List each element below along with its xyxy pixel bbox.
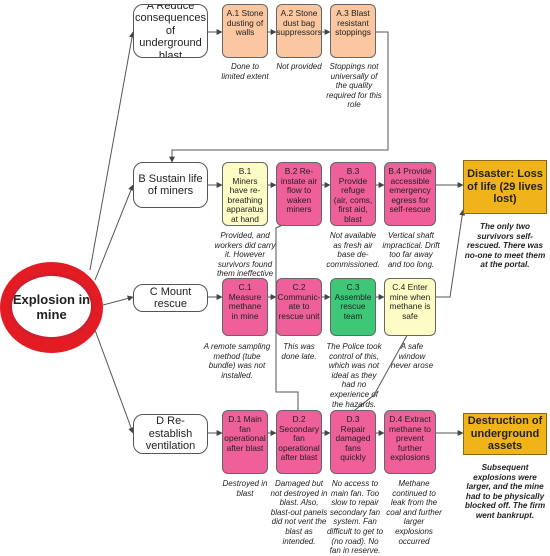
note-a2: Not provided xyxy=(276,62,322,71)
step-c3-label: C.3 Assemble rescue team xyxy=(334,282,372,321)
step-c2-label: C.2 Communic-ate to rescue unit xyxy=(277,282,321,321)
branch-d-label: D Re-establish ventilation xyxy=(145,415,196,453)
note-a1: Done to limited extent xyxy=(221,62,269,81)
branch-c: C Mount rescue xyxy=(133,284,208,312)
step-b1-label: B.1 Miners have re-breathing apparatus a… xyxy=(226,166,264,224)
arrow-root-to-b xyxy=(94,184,134,281)
branch-b-label: B Sustain life of miners xyxy=(138,172,203,198)
outcome-loss-of-life-label: Disaster: Loss of life (29 lives lost) xyxy=(467,168,543,206)
note-destruction-of-assets: Subsequent explosions were larger, and t… xyxy=(464,463,546,520)
note-a3: Stoppings not universally of the quality… xyxy=(326,62,382,110)
step-b3-label: B.3 Provide refuge (air, coms, first aid… xyxy=(333,166,373,225)
step-a2: A.2 Stone dust bag suppressors xyxy=(276,4,322,58)
note-d4: Methane continued to leak from the coal … xyxy=(386,479,442,546)
step-c3: C.3 Assemble rescue team xyxy=(330,278,376,336)
arrow-c4-to-life xyxy=(436,209,466,298)
arrow-root-to-d xyxy=(94,329,134,434)
cause-consequence-diagram: Explosion in mine A Reduce consequences … xyxy=(0,4,547,555)
note-c4: A safe window never arose xyxy=(390,342,434,371)
note-c1: A remote sampling method (tube bundle) w… xyxy=(203,342,271,380)
step-a1-label: A.1 Stone dusting of walls xyxy=(226,8,264,38)
arrow-d3-to-c4 xyxy=(354,329,411,411)
step-b2: B.2 Re-instate air flow to waken miners xyxy=(276,162,322,226)
arrow-root-to-c xyxy=(102,295,134,306)
step-c2: C.2 Communic-ate to rescue unit xyxy=(276,278,322,336)
note-d1: Destroyed in blast xyxy=(222,479,268,498)
connector-lines xyxy=(89,29,466,436)
note-loss-of-life: The only two survivors self-rescued. The… xyxy=(464,222,546,270)
note-d2: Damaged but not destroyed in blast. Also… xyxy=(270,479,328,546)
note-c3: The Police took control of this, which w… xyxy=(326,342,382,409)
step-b1: B.1 Miners have re-breathing apparatus a… xyxy=(222,162,268,226)
branch-b: B Sustain life of miners xyxy=(133,162,208,208)
step-d1-label: D.1 Main fan operational after blast xyxy=(224,414,266,453)
step-c4-label: C.4 Enter mine when methane is safe xyxy=(389,282,431,321)
step-d3: D.3 Repair damaged fans quickly xyxy=(330,410,376,474)
outcome-destruction-of-assets-label: Destruction of underground assets xyxy=(467,415,543,453)
branch-d: D Re-establish ventilation xyxy=(133,414,208,454)
step-b4: B.4 Provide accessible emergency egress … xyxy=(384,162,436,226)
step-b4-label: B.4 Provide accessible emergency egress … xyxy=(388,166,432,215)
arrow-root-to-a xyxy=(89,31,135,271)
note-b4: Vertical shaft impractical. Drift too fa… xyxy=(382,231,440,269)
step-a3: A.3 Blast resistant stoppings xyxy=(330,4,376,58)
note-b1: Provided, and workers did carry it. Howe… xyxy=(214,231,276,279)
root-explosion-in-mine: Explosion in mine xyxy=(9,273,94,340)
step-a2-label: A.2 Stone dust bag suppressors xyxy=(276,8,322,38)
step-d4: D.4 Extract methane to prevent further e… xyxy=(384,410,436,474)
note-d3: No access to main fan. Too slow to repai… xyxy=(326,479,384,556)
root-label: Explosion in mine xyxy=(12,291,91,322)
step-d1: D.1 Main fan operational after blast xyxy=(222,410,268,474)
step-a1: A.1 Stone dusting of walls xyxy=(222,4,268,58)
step-c4: C.4 Enter mine when methane is safe xyxy=(384,278,436,336)
step-b3: B.3 Provide refuge (air, coms, first aid… xyxy=(330,162,376,226)
step-a3-label: A.3 Blast resistant stoppings xyxy=(335,8,371,38)
arrow-a3-to-b xyxy=(169,31,389,163)
outcome-destruction-of-assets: Destruction of underground assets xyxy=(463,413,547,455)
step-c1-label: C.1 Measure methane in mine xyxy=(228,282,262,321)
step-b2-label: B.2 Re-instate air flow to waken miners xyxy=(280,166,318,215)
outcome-loss-of-life: Disaster: Loss of life (29 lives lost) xyxy=(463,160,547,214)
step-c1: C.1 Measure methane in mine xyxy=(222,278,268,336)
step-d2-label: D.2 Secondary fan operational after blas… xyxy=(278,414,320,463)
branch-a: A Reduce consequences of underground bla… xyxy=(133,4,208,58)
step-d3-label: D.3 Repair damaged fans quickly xyxy=(335,414,371,463)
branch-a-label: A Reduce consequences of underground bla… xyxy=(135,4,206,58)
step-d4-label: D.4 Extract methane to prevent further e… xyxy=(389,414,431,463)
step-d2: D.2 Secondary fan operational after blas… xyxy=(276,410,322,474)
note-b3: Not available as fresh air base de-commi… xyxy=(326,231,380,269)
branch-c-label: C Mount rescue xyxy=(149,285,192,311)
note-c2: This was done late. xyxy=(281,342,317,361)
